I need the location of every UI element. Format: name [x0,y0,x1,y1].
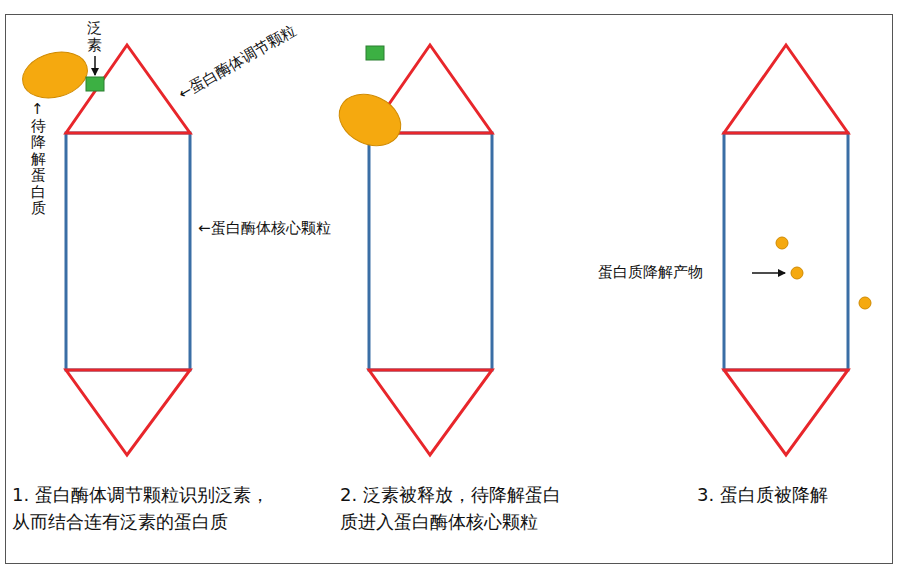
degradation-product [791,267,803,279]
core-particle [369,133,492,370]
ubiquitin-label: 泛素 [87,20,102,53]
proteasome-3 [724,45,848,455]
proteasome-1 [66,45,190,455]
step-caption: 2. 泛素被释放，待降解蛋白 质进入蛋白酶体核心颗粒 [340,481,660,535]
target-protein [17,45,92,105]
regulatory-particle [369,370,492,455]
core-particle [66,133,190,370]
ubiquitin [86,77,104,91]
regulatory-particle [66,370,190,455]
product-label: 蛋白质降解产物 [598,263,703,282]
degradation-product [859,297,871,309]
core-particle [724,133,848,370]
step-caption: 1. 蛋白酶体调节颗粒识别泛素， 从而结合连有泛素的蛋白质 [12,481,332,535]
leader-arrow [94,56,96,75]
target-protein [331,85,409,156]
ubiquitin [366,46,384,60]
regulatory-particle [724,370,848,455]
degradation-product [776,237,788,249]
leader-arrow [752,272,785,274]
protein-label: ↑待降解蛋白质 [31,101,46,217]
frame [6,15,893,564]
step-caption: 3. 蛋白质被降解 [697,481,887,508]
part-label: ←蛋白酶体调节颗粒 [175,21,299,104]
part-label: ←蛋白酶体核心颗粒 [198,219,331,238]
regulatory-particle [724,45,848,133]
regulatory-particle [66,45,190,133]
